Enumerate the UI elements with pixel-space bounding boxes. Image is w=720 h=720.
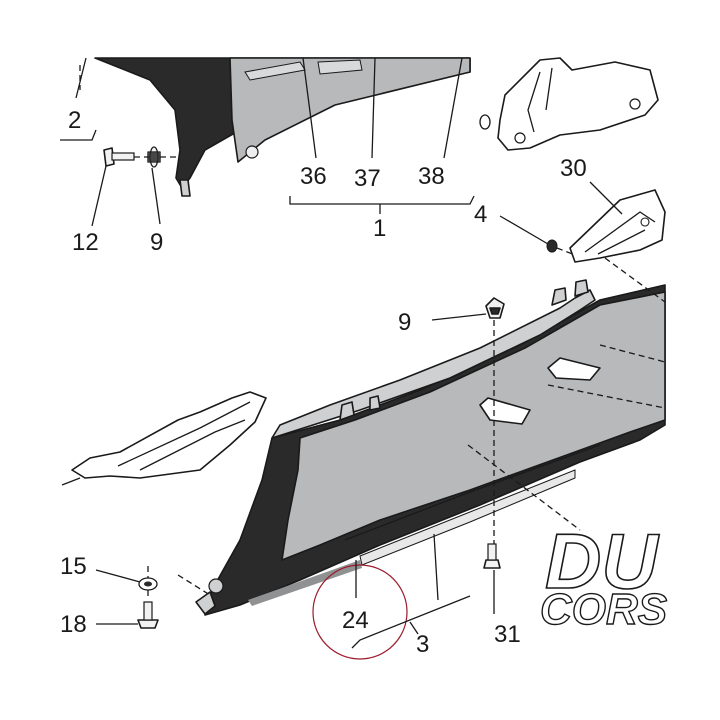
highlight-circle <box>312 564 408 660</box>
callout-9-top: 9 <box>150 229 163 256</box>
callout-30: 30 <box>560 155 587 182</box>
callout-37: 37 <box>354 165 381 192</box>
callout-36: 36 <box>300 163 327 190</box>
washer-4 <box>546 239 576 256</box>
screw-12-assembly <box>103 146 178 168</box>
callout-1: 1 <box>373 215 386 242</box>
leader-lines <box>60 57 623 649</box>
callout-numbers: 2 12 9 36 37 38 1 30 4 9 15 18 24 3 31 <box>60 107 587 658</box>
washer-15 <box>138 577 158 591</box>
callout-38: 38 <box>418 163 445 190</box>
bracket-part-30 <box>569 189 666 263</box>
callout-24: 24 <box>342 607 369 634</box>
ducati-corse-logo: DU CORS <box>539 516 668 635</box>
callout-2: 2 <box>68 107 81 134</box>
screw-31 <box>483 543 501 569</box>
clip-nut-9 <box>485 297 505 319</box>
callout-4: 4 <box>474 201 487 228</box>
logo-line-1: DU <box>545 517 659 605</box>
callout-9-mid: 9 <box>398 309 411 336</box>
heat-shield <box>61 391 267 486</box>
assembly-lines <box>79 65 666 600</box>
logo-line-2: CORS <box>540 585 667 634</box>
callout-12: 12 <box>72 229 99 256</box>
callout-3: 3 <box>416 631 429 658</box>
screw-18 <box>137 601 159 629</box>
callout-18: 18 <box>60 611 87 638</box>
mounting-bracket <box>479 57 659 151</box>
callout-15: 15 <box>60 553 87 580</box>
callout-31: 31 <box>494 621 521 648</box>
upper-fairing-panel <box>94 57 471 197</box>
lower-fairing-panel <box>195 279 666 616</box>
